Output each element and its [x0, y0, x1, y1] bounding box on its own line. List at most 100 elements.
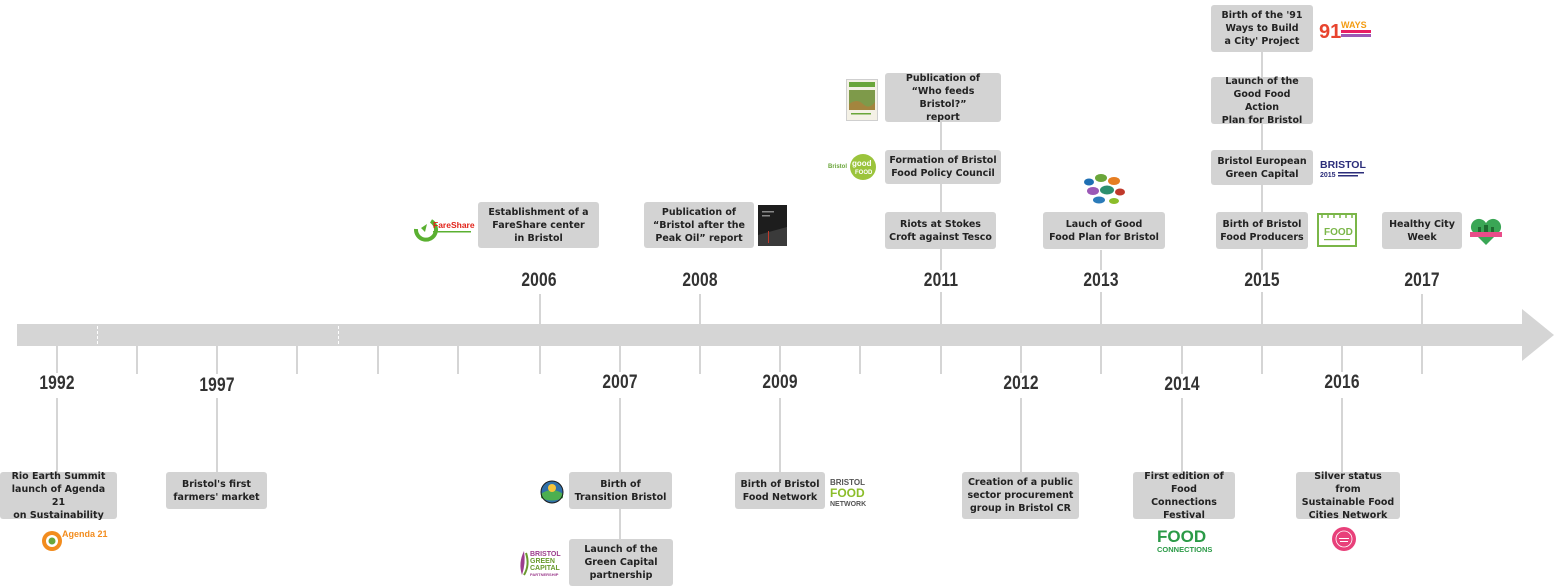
- event-box: Bristol's first farmers' market: [166, 472, 267, 509]
- year-label: 2007: [587, 372, 653, 394]
- bristol-good-food-logo-icon: Bristol good FOOD: [827, 153, 877, 181]
- timeline-break: [338, 326, 339, 344]
- good-food-plan-bubbles-icon: [1081, 173, 1127, 205]
- timeline-break: [97, 326, 98, 344]
- year-label: 1992: [24, 373, 90, 395]
- year-label: 2016: [1309, 372, 1375, 394]
- year-label: 2006: [506, 270, 572, 292]
- event-box: Birth of Bristol Food Network: [735, 472, 825, 509]
- connector-2017: [1421, 294, 1423, 324]
- gf-line1: good: [852, 159, 872, 168]
- tick: [1181, 346, 1183, 374]
- bristol-2015-logo-icon: BRISTOL 2015: [1318, 157, 1370, 181]
- timeline-arrow-icon: [1522, 309, 1554, 361]
- gc-line2: GREEN: [530, 558, 555, 565]
- tick: [859, 346, 861, 374]
- connector-2016: [1341, 398, 1343, 472]
- year-label: 2013: [1068, 270, 1134, 292]
- event-box: Healthy City Week: [1382, 212, 1462, 249]
- connector-2015: [1261, 52, 1263, 324]
- tick: [1020, 346, 1022, 374]
- tick: [377, 346, 379, 374]
- event-box: Launch of the Green Capital partnership: [569, 539, 673, 586]
- connector-2007: [619, 398, 621, 540]
- sustainable-food-cities-logo-icon: [1330, 525, 1358, 553]
- tick: [136, 346, 138, 374]
- tick: [619, 346, 621, 374]
- tick: [296, 346, 298, 374]
- b15-line1: BRISTOL: [1320, 159, 1366, 171]
- agenda21-logo-icon: Agenda 21: [40, 526, 108, 554]
- year-label: 2012: [988, 373, 1054, 395]
- event-box: Lauch of Good Food Plan for Bristol: [1043, 212, 1165, 249]
- event-box: Birth of the '91 Ways to Build a City' P…: [1211, 5, 1313, 52]
- event-box: Creation of a public sector procurement …: [962, 472, 1079, 519]
- bristol-food-producers-logo-icon: FOOD: [1316, 212, 1358, 248]
- event-box: Silver status from Sustainable Food Citi…: [1296, 471, 1400, 521]
- gc-line4: PARTNERSHIP: [530, 572, 559, 577]
- event-box: Riots at Stokes Croft against Tesco: [885, 212, 996, 249]
- gf-prefix: Bristol: [828, 164, 847, 170]
- year-label: 2009: [747, 372, 813, 394]
- gf-line2: FOOD: [855, 170, 873, 176]
- fareshare-logo-icon: FareShare: [413, 216, 475, 242]
- connector-1997: [216, 398, 218, 472]
- tick: [539, 346, 541, 374]
- tick: [457, 346, 459, 374]
- report-cover-green-icon: [846, 79, 878, 121]
- event-box: Formation of Bristol Food Policy Council: [885, 150, 1001, 184]
- year-label: 2014: [1149, 374, 1215, 396]
- 91-ways-logo-icon: 91 WAYS: [1319, 18, 1375, 43]
- tick: [1100, 346, 1102, 374]
- food-connections-logo-icon: FOOD CONNECTIONS: [1154, 525, 1212, 555]
- event-box: Birth of Transition Bristol: [569, 472, 672, 509]
- fp-line1: FOOD: [1324, 227, 1353, 238]
- fn-line2: FOOD: [830, 486, 865, 500]
- gc-line3: CAPITAL: [530, 565, 561, 572]
- tick: [779, 346, 781, 374]
- tick: [1261, 346, 1263, 374]
- timeline-bar: [17, 324, 1522, 346]
- fn-line1: BRISTOL: [830, 478, 865, 487]
- healthy-city-heart-logo-icon: [1468, 217, 1504, 247]
- event-box: Publication of “Who feeds Bristol?” repo…: [885, 73, 1001, 123]
- year-label: 2017: [1389, 270, 1455, 292]
- event-box: Birth of Bristol Food Producers: [1216, 212, 1308, 249]
- transition-bristol-logo-icon: [537, 476, 567, 508]
- tick: [216, 346, 218, 374]
- year-label: 2015: [1229, 270, 1295, 292]
- b15-line2: 2015: [1320, 172, 1336, 179]
- gc-line1: BRISTOL: [530, 551, 561, 558]
- fareshare-text: FareShare: [433, 220, 475, 230]
- fn-line3: NETWORK: [830, 501, 866, 508]
- event-box: Publication of “Bristol after the Peak O…: [644, 202, 754, 248]
- connector-2014: [1181, 398, 1183, 472]
- report-cover-dark-icon: [758, 205, 787, 246]
- tick: [1341, 346, 1343, 374]
- year-label: 2011: [908, 270, 974, 292]
- fc-line1: FOOD: [1157, 527, 1206, 546]
- tick: [699, 346, 701, 374]
- fc-line2: CONNECTIONS: [1157, 545, 1212, 554]
- connector-1992: [56, 398, 58, 472]
- event-box: Establishment of a FareShare center in B…: [478, 202, 599, 248]
- tick: [56, 346, 58, 374]
- event-box: First edition of Food Connections Festiv…: [1133, 471, 1235, 521]
- year-label: 2008: [667, 270, 733, 292]
- connector-2012: [1020, 398, 1022, 472]
- year-label: 1997: [184, 375, 250, 397]
- event-box: Rio Earth Summit launch of Agenda 21 on …: [0, 471, 117, 521]
- w91-text: WAYS: [1341, 20, 1367, 30]
- connector-2009: [779, 398, 781, 472]
- event-box: Bristol European Green Capital: [1211, 150, 1313, 185]
- connector-2008: [699, 294, 701, 324]
- bristol-food-network-logo-icon: BRISTOL FOOD NETWORK: [828, 476, 874, 508]
- tick: [1421, 346, 1423, 374]
- tick: [940, 346, 942, 374]
- connector-2006: [539, 294, 541, 324]
- w91-num: 91: [1319, 21, 1341, 43]
- bristol-green-capital-logo-icon: BRISTOL GREEN CAPITAL PARTNERSHIP: [516, 547, 564, 579]
- agenda21-text: Agenda 21: [62, 529, 108, 539]
- event-box: Launch of the Good Food Action Plan for …: [1211, 76, 1313, 126]
